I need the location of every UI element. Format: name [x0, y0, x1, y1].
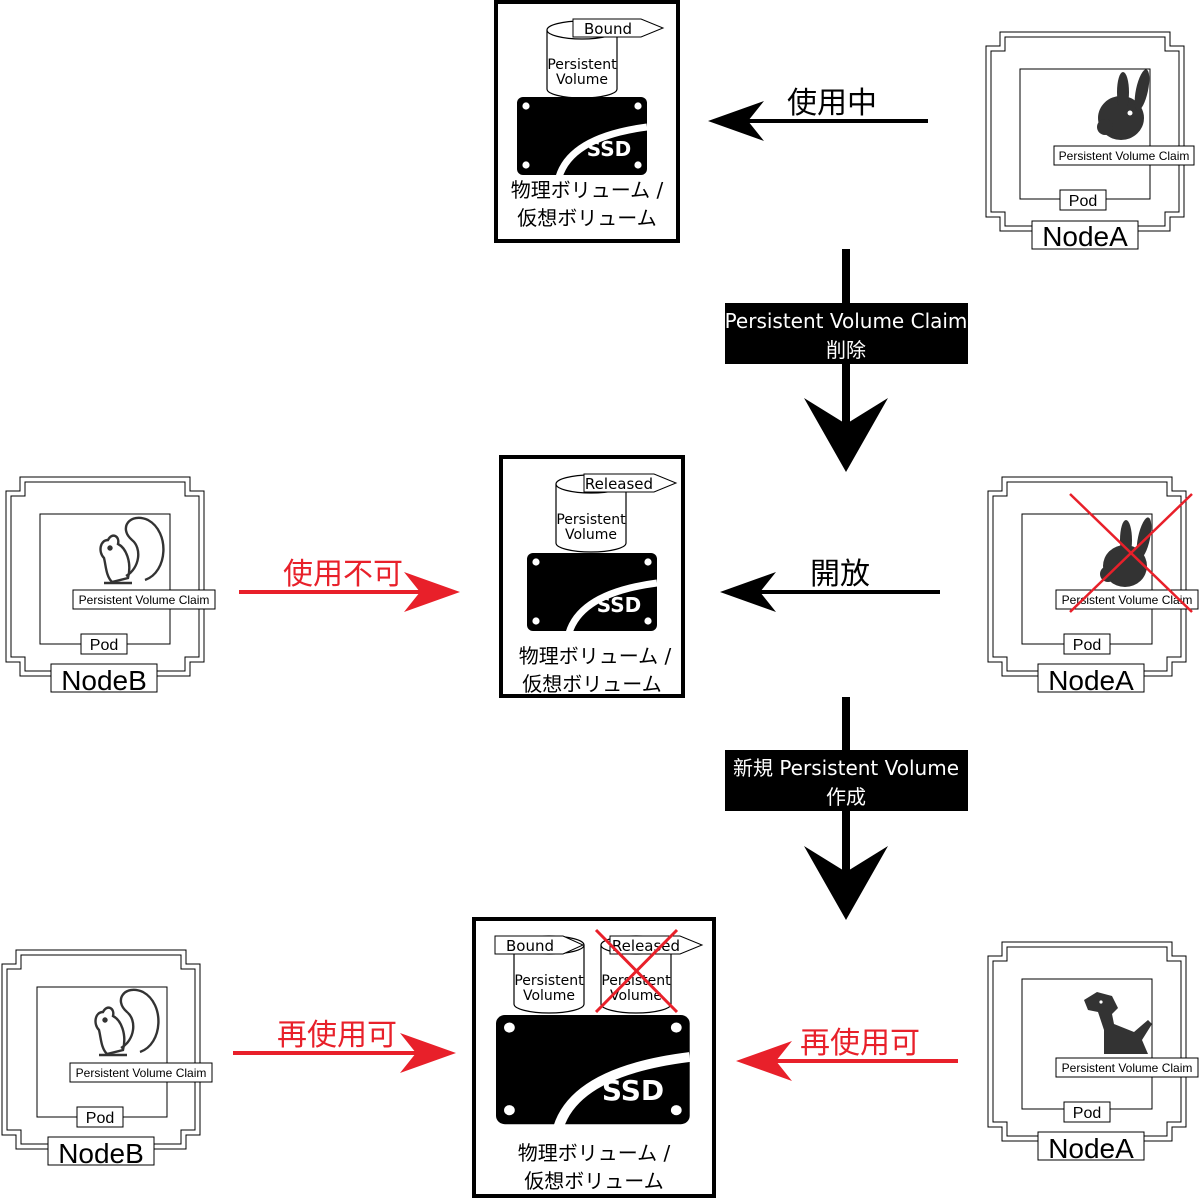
pv-label-line2: Volume [565, 527, 617, 543]
cross-mark-icon [1069, 493, 1193, 613]
svg-text:NodeB: NodeB [61, 665, 147, 696]
arrow-reusable-right: 再使用可 [736, 1026, 958, 1081]
svg-text:Pod: Pod [90, 637, 118, 654]
pod-label: Pod [76, 1106, 124, 1128]
node-b-bottom: Persistent Volume Claim Pod NodeB [1, 949, 213, 1169]
svg-text:NodeA: NodeA [1048, 1133, 1134, 1164]
pvc-label: Persistent Volume Claim [72, 589, 216, 610]
svg-text:Persistent Volume Claim: Persistent Volume Claim [76, 1066, 207, 1080]
arrow-label-reusable-left: 再使用可 [277, 1018, 397, 1053]
node-a-bottom: Persistent Volume Claim Pod NodeA [987, 941, 1199, 1164]
node-name-label: NodeB [47, 1136, 155, 1169]
pv-label-line1: Persistent [556, 512, 626, 528]
status-tag-bound: Bound [494, 935, 585, 955]
storage-label-line2: 仮想ボリューム [524, 1169, 663, 1193]
persistent-volume-cylinder: Persistent Volume [555, 474, 627, 553]
storage-box-new: Persistent Volume Bound Persistent Volum… [472, 917, 716, 1198]
node-name-label: NodeA [1037, 1131, 1145, 1164]
node-b-middle: Persistent Volume Claim Pod NodeB [5, 476, 216, 696]
rabbit-icon [1097, 69, 1150, 140]
persistent-volume-cylinder: Persistent Volume [546, 20, 618, 99]
status-tag-released: Released [609, 935, 704, 955]
arrow-label-unusable: 使用不可 [283, 557, 403, 592]
pvc-label: Persistent Volume Claim [69, 1062, 213, 1083]
svg-text:Released: Released [612, 937, 680, 955]
node-name-label: NodeB [50, 663, 158, 696]
status-tag-released: Released [583, 473, 678, 493]
pv-label-line2: Volume [610, 988, 662, 1004]
node-name-label: NodeA [1031, 220, 1139, 252]
storage-box-released: Persistent Volume Released SSD 物理ボリューム /… [499, 455, 685, 698]
storage-label-line1: 物理ボリューム / [518, 1141, 671, 1165]
svg-text:Persistent Volume Claim: Persistent Volume Claim [1059, 149, 1190, 163]
step-create-pv: 新規 Persistent Volume 作成 [725, 697, 968, 920]
pvc-label: Persistent Volume Claim [1055, 589, 1199, 610]
storage-label-line1: 物理ボリューム / [511, 178, 664, 202]
pv-label-line1: Persistent [601, 973, 671, 989]
arrow-unusable: 使用不可 [239, 557, 460, 612]
ssd-label: SSD [587, 137, 632, 161]
cross-mark-icon [594, 928, 679, 1014]
dog-icon [1084, 992, 1152, 1054]
step-create-line1: 新規 Persistent Volume [733, 756, 959, 780]
step-create-line2: 作成 [826, 785, 866, 809]
persistent-volume-cylinder-old: Persistent Volume [600, 935, 672, 1014]
node-a-middle: Persistent Volume Claim Pod NodeA [987, 476, 1199, 696]
status-tag-bound: Bound [572, 18, 665, 38]
arrow-release: 開放 [720, 557, 940, 612]
pv-label-line1: Persistent [547, 57, 617, 73]
svg-text:NodeA: NodeA [1048, 665, 1134, 696]
ssd-label: SSD [602, 1074, 664, 1107]
ssd-icon: SSD [496, 1015, 690, 1127]
pv-label-line2: Volume [556, 72, 608, 88]
storage-label-line2: 仮想ボリューム [517, 206, 656, 230]
pv-label-line2: Volume [523, 988, 575, 1004]
ssd-label: SSD [597, 593, 642, 617]
node-a-top: Persistent Volume Claim Pod NodeA [985, 31, 1195, 252]
storage-label-line1: 物理ボリューム / [519, 644, 672, 668]
pvc-label: Persistent Volume Claim [1055, 1057, 1199, 1078]
pod-label: Pod [80, 633, 128, 655]
ssd-icon: SSD [527, 553, 657, 633]
svg-text:Bound: Bound [506, 937, 554, 955]
pv-label-line1: Persistent [514, 973, 584, 989]
step-delete-line1: Persistent Volume Claim [725, 309, 968, 333]
svg-text:Released: Released [585, 475, 653, 493]
svg-text:NodeB: NodeB [58, 1138, 144, 1169]
node-name-label: NodeA [1037, 663, 1145, 696]
svg-text:Persistent Volume Claim: Persistent Volume Claim [1062, 593, 1193, 607]
svg-text:Bound: Bound [584, 20, 632, 38]
squirrel-icon [99, 516, 165, 585]
squirrel-icon [94, 988, 160, 1057]
pod-label: Pod [1059, 189, 1107, 211]
pvc-label: Persistent Volume Claim [1053, 145, 1195, 166]
svg-text:Pod: Pod [1073, 637, 1101, 654]
arrow-label-release: 開放 [810, 557, 870, 592]
persistent-volume-cylinder-new: Persistent Volume [513, 935, 585, 1014]
pod-label: Pod [1063, 633, 1111, 655]
svg-text:Pod: Pod [1069, 193, 1097, 210]
storage-label-line2: 仮想ボリューム [522, 672, 661, 696]
svg-text:Persistent Volume Claim: Persistent Volume Claim [79, 593, 210, 607]
pod-label: Pod [1063, 1101, 1111, 1123]
arrow-in-use: 使用中 [708, 86, 928, 141]
ssd-icon: SSD [517, 97, 647, 177]
svg-text:NodeA: NodeA [1042, 221, 1128, 252]
svg-text:Pod: Pod [86, 1110, 114, 1127]
step-delete-pvc: Persistent Volume Claim 削除 [725, 249, 968, 472]
storage-box-bound: Persistent Volume Bound SSD 物理ボリューム / 仮想… [494, 0, 680, 243]
step-delete-line2: 削除 [826, 338, 866, 362]
arrow-label-in-use: 使用中 [787, 86, 877, 121]
svg-text:Pod: Pod [1073, 1105, 1101, 1122]
arrow-label-reusable-right: 再使用可 [800, 1026, 920, 1061]
arrow-reusable-left: 再使用可 [233, 1018, 456, 1073]
svg-text:Persistent Volume Claim: Persistent Volume Claim [1062, 1061, 1193, 1075]
